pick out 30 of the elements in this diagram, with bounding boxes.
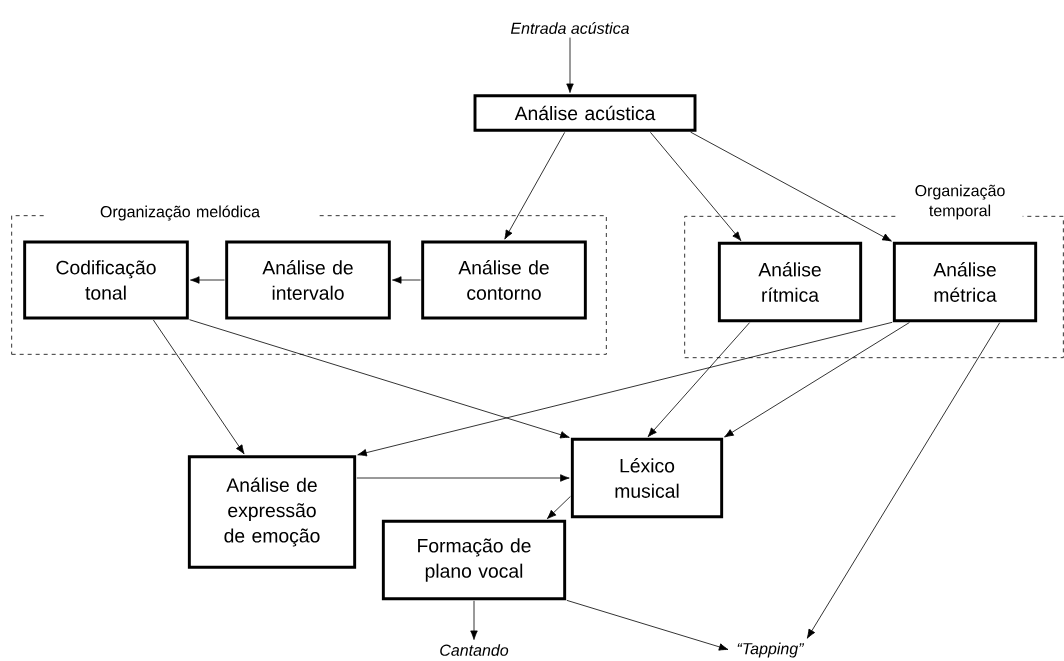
process-box: Análise de expressão de emoção (187, 455, 357, 569)
arrow (806, 322, 1001, 639)
arrow (647, 322, 750, 438)
io-label: Cantando (440, 644, 509, 656)
process-box: Formação de plano vocal (381, 519, 567, 601)
arrow (546, 496, 571, 520)
arrow (650, 131, 742, 241)
io-label: “Tapping” (737, 642, 805, 658)
process-box: Análise de intervalo (225, 240, 391, 320)
process-box: Codificação tonal (23, 240, 189, 320)
arrow (566, 37, 574, 93)
process-box: Léxico musical (570, 437, 724, 519)
arrow (153, 319, 245, 455)
arrow (356, 474, 570, 482)
arrow (690, 131, 892, 242)
arrow (566, 599, 729, 651)
process-box: Análise acústica (473, 94, 697, 132)
arrow (357, 321, 893, 457)
arrow (392, 276, 421, 284)
process-box: Análise métrica (892, 241, 1038, 323)
process-box: Análise rítmica (717, 241, 863, 323)
process-box: Análise de contorno (421, 240, 587, 320)
group-heading: Organização melódica (44, 202, 316, 224)
io-label: Entrada acústica (510, 22, 629, 34)
arrow (190, 276, 225, 284)
arrow (504, 132, 566, 240)
arrow (724, 322, 910, 438)
arrow (189, 319, 570, 439)
group-heading: Organização temporal (897, 181, 1023, 223)
arrow (470, 600, 478, 640)
